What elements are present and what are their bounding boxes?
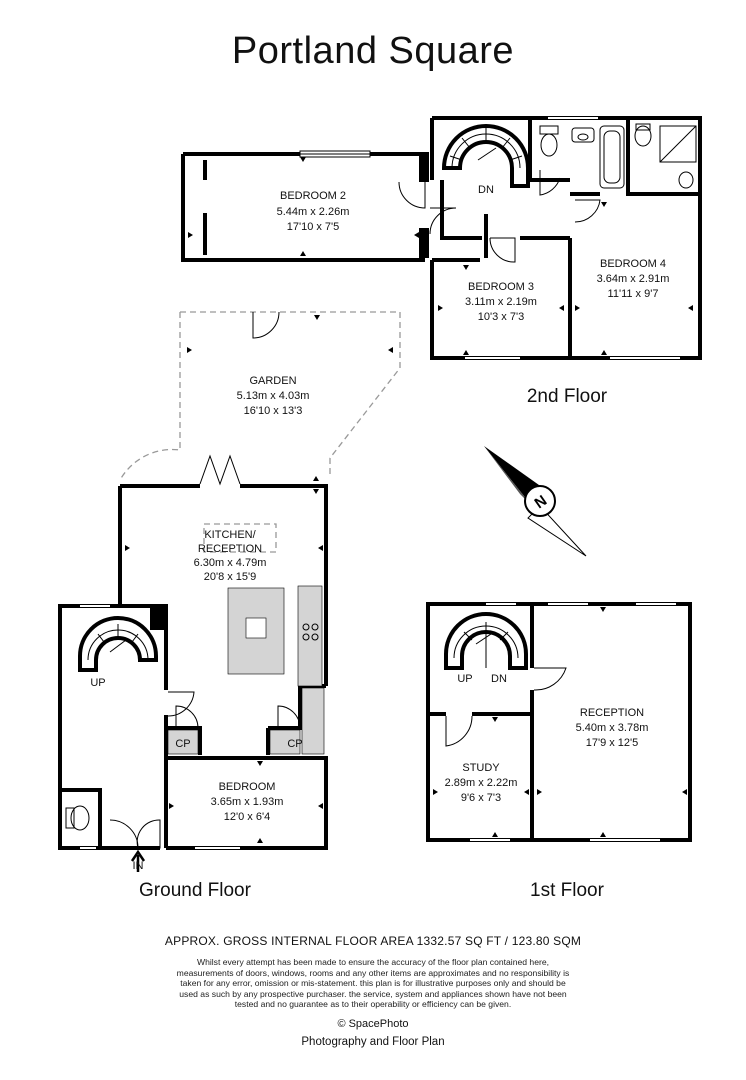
dimension-arrow	[601, 202, 607, 207]
second-floor-label: 2nd Floor	[527, 386, 608, 407]
garden-metric: 5.13m x 4.03m	[237, 390, 310, 402]
dimension-arrow	[463, 350, 469, 355]
kitchen-name-line2: RECEPTION	[198, 543, 262, 555]
bedroom-2-metric: 5.44m x 2.26m	[277, 206, 350, 218]
dimension-arrow	[682, 789, 687, 795]
bedroom-3-metric: 3.11m x 2.19m	[465, 296, 537, 308]
entrance-label: IN	[133, 860, 144, 872]
dimension-arrow	[492, 717, 498, 722]
dimension-arrow	[559, 305, 564, 311]
dimension-arrow	[492, 832, 498, 837]
ground-floor	[58, 484, 328, 872]
dimension-arrow	[601, 350, 607, 355]
reception-name: RECEPTION	[580, 707, 644, 719]
gross-area: APPROX. GROSS INTERNAL FLOOR AREA 1332.5…	[164, 934, 582, 948]
dimension-arrow	[169, 803, 174, 809]
dimension-arrow	[300, 157, 306, 162]
kitchen-metric: 6.30m x 4.79m	[194, 557, 267, 569]
dimension-arrow	[314, 315, 320, 320]
dimension-arrow	[600, 832, 606, 837]
garden-name: GARDEN	[249, 375, 296, 387]
dimension-arrow	[318, 803, 323, 809]
stair-dn-label: DN	[478, 184, 494, 196]
dimension-arrow	[438, 305, 443, 311]
cupboard-2-label: CP	[287, 738, 302, 750]
dimension-arrow	[187, 347, 192, 353]
dimension-arrow	[575, 305, 580, 311]
plan-title: Portland Square	[231, 30, 515, 72]
bedroom-2-imperial: 17'10 x 7'5	[287, 221, 340, 233]
first-stair-dn-label: DN	[491, 673, 507, 685]
garden	[119, 311, 401, 486]
bedroom-4-name: BEDROOM 4	[600, 258, 666, 270]
compass-icon: N	[484, 446, 587, 557]
bedroom-name: BEDROOM	[219, 781, 276, 793]
second-floor: DN	[181, 116, 702, 360]
first-stair-up-label: UP	[457, 673, 472, 685]
bedroom-4-imperial: 11'11 x 9'7	[608, 288, 659, 300]
study-metric: 2.89m x 2.22m	[445, 777, 518, 789]
dimension-arrow	[257, 761, 263, 766]
dimension-arrow	[125, 545, 130, 551]
study-name: STUDY	[462, 762, 500, 774]
dimension-markers	[125, 157, 693, 843]
study-imperial: 9'6 x 7'3	[461, 792, 501, 804]
copyright-text: © SpacePhoto	[337, 1018, 409, 1030]
dimension-arrow	[188, 232, 193, 238]
dimension-arrow	[300, 251, 306, 256]
first-floor-label: 1st Floor	[530, 880, 605, 901]
kitchen-imperial: 20'8 x 15'9	[204, 571, 257, 583]
dimension-arrow	[433, 789, 438, 795]
dimension-arrow	[524, 789, 529, 795]
bedroom-3-imperial: 10'3 x 7'3	[478, 311, 524, 323]
landing	[398, 116, 702, 360]
bedroom-3-name: BEDROOM 3	[468, 281, 534, 293]
dimension-arrow	[257, 838, 263, 843]
ground-floor-label: Ground Floor	[139, 880, 252, 901]
dimension-arrow	[537, 789, 542, 795]
dimension-arrow	[318, 545, 323, 551]
disclaimer-text: Whilst every attempt has been made to en…	[176, 957, 570, 1010]
dimension-arrow	[463, 265, 469, 270]
bedroom-metric: 3.65m x 1.93m	[211, 796, 284, 808]
kitchen-name-line1: KITCHEN/	[204, 529, 256, 541]
stair-up-label: UP	[90, 677, 105, 689]
first-floor	[426, 602, 692, 842]
tagline-text: Photography and Floor Plan	[301, 1036, 445, 1048]
cupboard-1-label: CP	[175, 738, 190, 750]
dimension-arrow	[600, 607, 606, 612]
dimension-arrow	[313, 476, 319, 481]
dimension-arrow	[313, 489, 319, 494]
reception-imperial: 17'9 x 12'5	[586, 737, 639, 749]
reception-metric: 5.40m x 3.78m	[576, 722, 649, 734]
dimension-arrow	[688, 305, 693, 311]
garden-imperial: 16'10 x 13'3	[244, 405, 303, 417]
bedroom-2-walls	[181, 150, 429, 262]
dimension-arrow	[414, 232, 419, 238]
bedroom-4-metric: 3.64m x 2.91m	[597, 273, 670, 285]
bedroom-imperial: 12'0 x 6'4	[224, 811, 270, 823]
bedroom-2-name: BEDROOM 2	[280, 190, 346, 202]
dimension-arrow	[388, 347, 393, 353]
